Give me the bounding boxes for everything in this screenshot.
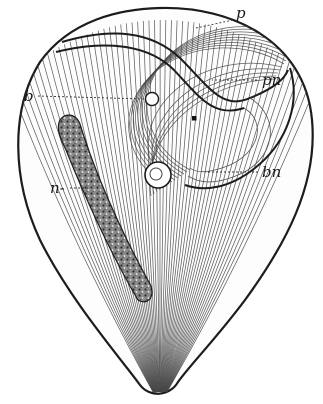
label-bn: bn (262, 163, 281, 181)
buccal-opening (145, 162, 171, 188)
cell-body (8, 8, 318, 394)
label-pn: pn (262, 71, 281, 89)
label-b: b (24, 87, 34, 105)
dark-granule (192, 116, 197, 121)
label-n: n- (50, 179, 65, 197)
label-p: p (236, 4, 246, 22)
vacuole (146, 93, 159, 106)
